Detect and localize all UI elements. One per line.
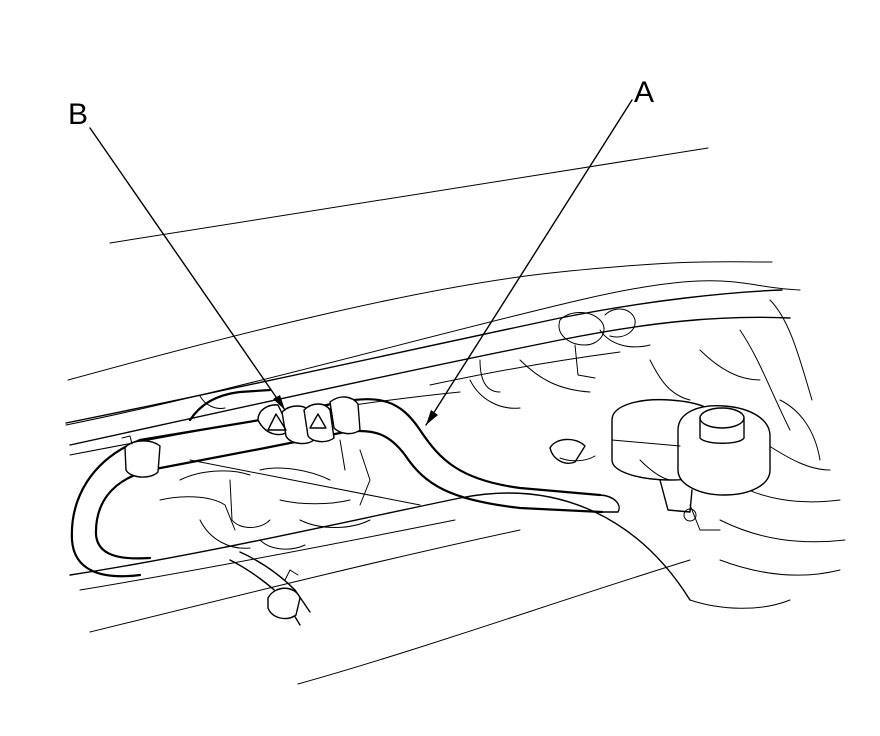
brake-fluid-reservoir <box>611 398 771 531</box>
hose-b-connectors <box>121 388 361 478</box>
callout-label-b: B <box>68 98 88 131</box>
engine-components-left <box>159 395 421 550</box>
leader-line-a <box>425 99 633 426</box>
engine-cover <box>69 492 691 601</box>
engine-components-right <box>469 299 846 609</box>
leader-arrow-a <box>426 410 438 425</box>
leader-arrow-b <box>273 395 285 410</box>
callout-label-a: A <box>634 76 654 109</box>
lower-hose <box>229 551 311 626</box>
hose-a <box>70 398 620 578</box>
leader-line-b <box>89 127 286 411</box>
